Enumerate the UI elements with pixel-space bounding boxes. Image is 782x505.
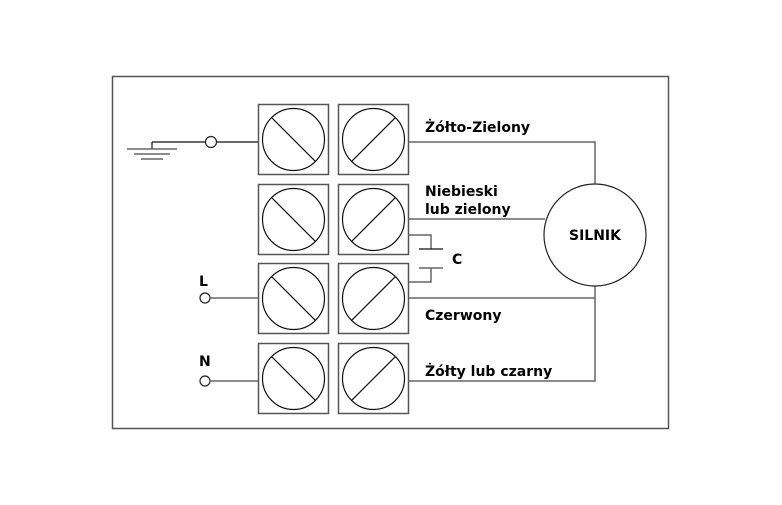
motor-label: SILNIK xyxy=(569,228,622,244)
wire-yellow-black xyxy=(409,298,596,382)
wire-red xyxy=(409,286,596,299)
terminal-screw-r1-c1 xyxy=(257,103,330,176)
input-label-N: N xyxy=(199,354,211,370)
motor-icon xyxy=(543,183,647,287)
ground-node xyxy=(204,135,218,149)
terminal-screw-r4-c2 xyxy=(337,342,410,415)
ground-icon xyxy=(127,142,177,160)
wire-label-blue-line1: Niebieski xyxy=(425,184,498,200)
wire-label-red: Czerwony xyxy=(425,308,501,324)
wire-label-yellow-black: Żółty lub czarny xyxy=(425,363,552,380)
terminal-screw-r3-c2 xyxy=(337,262,410,335)
capacitor-label: C xyxy=(452,252,462,268)
diagram-frame xyxy=(111,75,670,430)
L-node xyxy=(199,292,211,304)
terminal-screw-r1-c2 xyxy=(337,103,410,176)
N-node xyxy=(199,375,211,387)
capacitor-icon xyxy=(409,234,443,283)
wire-label-yellow-green: Żółto-Zielony xyxy=(425,119,530,136)
terminal-screw-r4-c1 xyxy=(257,342,330,415)
terminal-screw-r2-c1 xyxy=(257,183,330,256)
terminal-screw-r2-c2 xyxy=(337,183,410,256)
terminal-screw-r3-c1 xyxy=(257,262,330,335)
terminal-block xyxy=(257,103,410,415)
wire-label-blue-line2: lub zielony xyxy=(425,202,511,218)
input-label-L: L xyxy=(199,274,208,290)
wire-yellow-green xyxy=(409,141,596,184)
